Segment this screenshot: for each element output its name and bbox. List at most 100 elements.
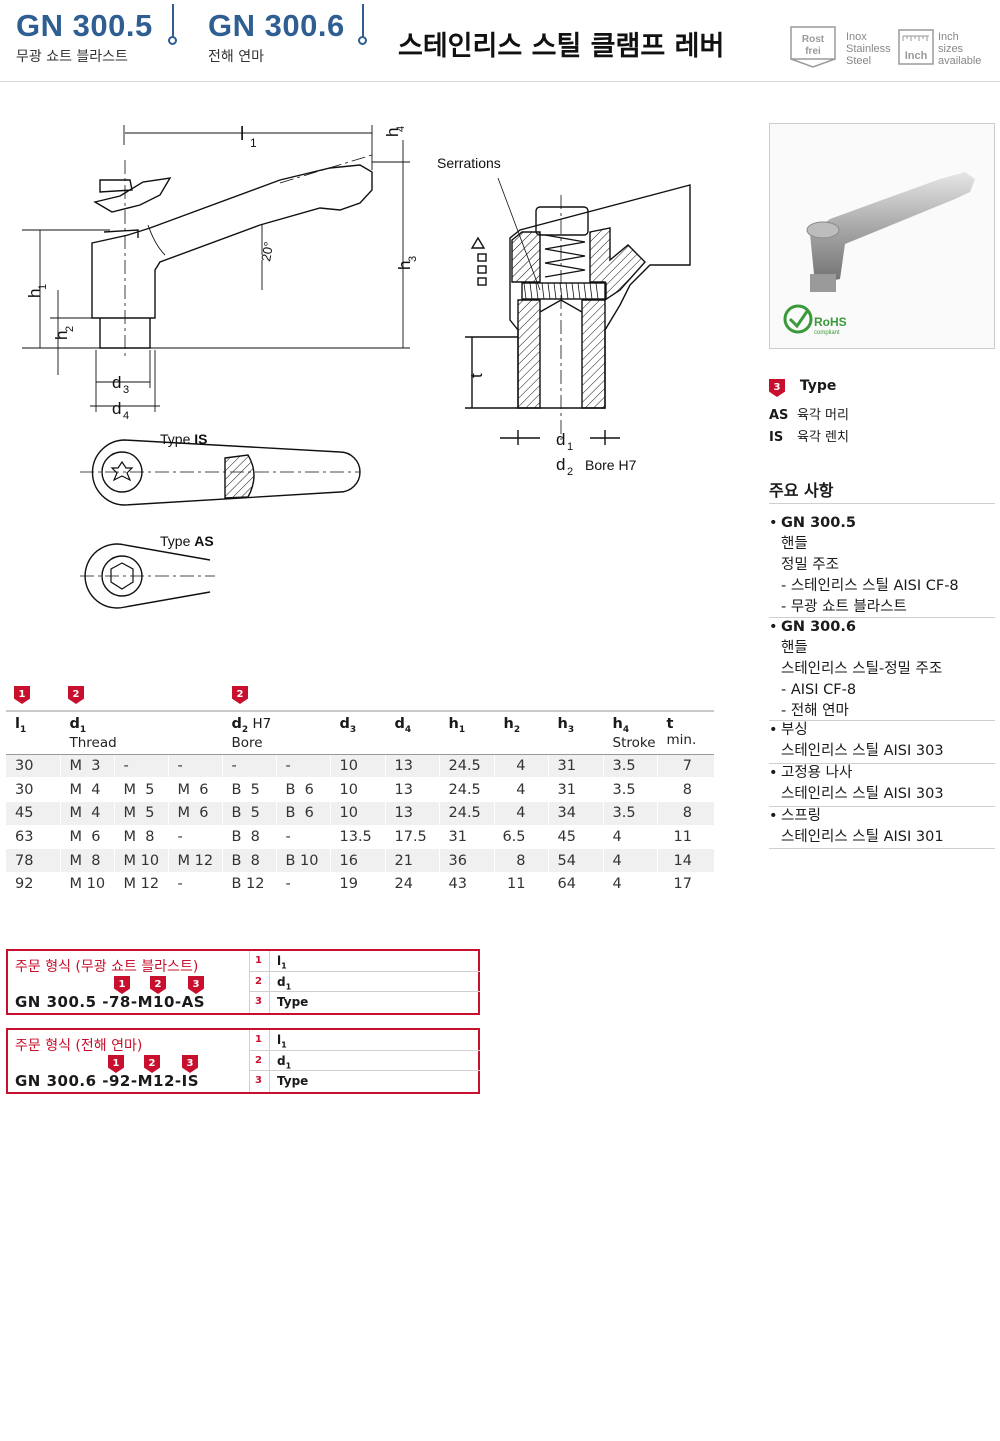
type-is-view — [80, 439, 361, 506]
col-h1: h1 — [438, 710, 494, 755]
type-marker: 3 — [769, 379, 785, 397]
dimension-lines — [22, 125, 410, 412]
table-cell: 78 — [6, 848, 60, 873]
feature-line: - 스테인리스 스틸 AISI CF-8 — [781, 578, 959, 594]
model-finish: 무광 쇼트 블라스트 — [16, 49, 128, 65]
table-cell: B 10 — [275, 848, 330, 873]
table-cell: 17.5 — [384, 825, 439, 850]
col-d4: d4 — [384, 710, 439, 755]
type-heading-text: Type — [799, 378, 837, 394]
type-desc: 육각 렌치 — [797, 430, 849, 445]
table-cell: 13 — [384, 754, 439, 779]
svg-text:l: l — [240, 124, 244, 145]
table-cell: - — [167, 872, 222, 897]
ruler-icon: Inch — [898, 29, 934, 65]
table-cell: 17 — [656, 872, 714, 897]
svg-text:2: 2 — [64, 326, 76, 332]
badge-line: Inox — [846, 31, 867, 43]
table-cell: 13 — [384, 777, 439, 802]
table-cell: 11 — [656, 825, 714, 850]
column-marker: 2 — [232, 686, 248, 704]
product-photo: RoHS compliant — [769, 123, 995, 349]
feature-line: - AISI CF-8 — [781, 682, 857, 698]
table-cell: M 3 — [59, 754, 114, 779]
divider — [769, 617, 995, 618]
table-cell: 3.5 — [602, 801, 657, 826]
feature-title: 고정용 나사 — [781, 765, 853, 781]
table-cell: 31 — [547, 777, 603, 802]
order-code: GN 300.6 -92-M12-IS — [15, 1072, 199, 1090]
feature-screw: • 고정용 나사 스테인리스 스틸 AISI 303 — [769, 763, 995, 805]
table-cell: M 4 — [59, 801, 114, 826]
table-cell: 4 — [602, 825, 657, 850]
rohs-label: RoHS — [814, 315, 847, 329]
table-cell: M 12 — [113, 872, 168, 897]
rostfrei-logo-icon: Rost frei — [790, 26, 836, 68]
divider — [769, 763, 995, 764]
svg-text:d: d — [556, 430, 565, 449]
svg-text:1: 1 — [37, 284, 49, 290]
table-cell: 3.5 — [602, 777, 657, 802]
table-cell: - — [275, 825, 330, 850]
model-gn-300-6: GN 300.6 전해 연마 — [208, 8, 345, 66]
divider — [769, 720, 995, 721]
table-cell: B 12 — [221, 872, 276, 897]
order-title: 주문 형식 (전해 연마) — [15, 1038, 143, 1054]
feature-title: 부싱 — [781, 722, 808, 738]
badge-logo-line: Rost — [802, 34, 825, 45]
table-cell: 30 — [6, 754, 60, 779]
model-finish: 전해 연마 — [208, 49, 264, 65]
hexagon-icon — [110, 562, 134, 590]
table-cell: 11 — [493, 872, 548, 897]
order-marker: 3 — [188, 976, 204, 994]
divider — [769, 503, 995, 504]
table-cell: 24 — [384, 872, 439, 897]
table-cell: - — [167, 825, 222, 850]
table-cell: - — [113, 754, 168, 779]
column-marker: 1 — [14, 686, 30, 704]
table-cell: M 10 — [113, 848, 168, 873]
lever-side-view — [91, 154, 373, 360]
table-cell: 24.5 — [438, 754, 494, 779]
badge-caption: Inox Stainless Steel — [846, 31, 891, 67]
table-cell: B 6 — [275, 777, 330, 802]
table-cell: 54 — [547, 848, 603, 873]
svg-text:1: 1 — [250, 136, 257, 150]
serrations-label: Serrations — [437, 155, 501, 171]
table-cell: - — [167, 754, 222, 779]
table-cell: - — [221, 754, 276, 779]
order-marker: 1 — [108, 1055, 124, 1073]
type-heading: 3 Type — [769, 378, 836, 397]
table-cell: M 6 — [167, 801, 222, 826]
table-cell: 34 — [547, 801, 603, 826]
order-example-1: 주문 형식 (무광 쇼트 블라스트) 1 2 3 GN 300.5 -78-M1… — [6, 949, 480, 1015]
type-is-label: Type IS — [160, 431, 207, 447]
order-marker: 2 — [144, 1055, 160, 1073]
table-cell: 24.5 — [438, 777, 494, 802]
table-cell: 10 — [329, 777, 385, 802]
feature-line: 핸들 — [781, 640, 808, 656]
header-divider — [172, 4, 174, 38]
table-cell: 45 — [547, 825, 603, 850]
table-cell: 43 — [438, 872, 494, 897]
table-cell: M 8 — [59, 848, 114, 873]
svg-text:d: d — [556, 455, 565, 474]
table-cell: 21 — [384, 848, 439, 873]
badge-line: sizes — [938, 43, 964, 55]
table-cell: 64 — [547, 872, 603, 897]
svg-text:d: d — [112, 399, 121, 418]
